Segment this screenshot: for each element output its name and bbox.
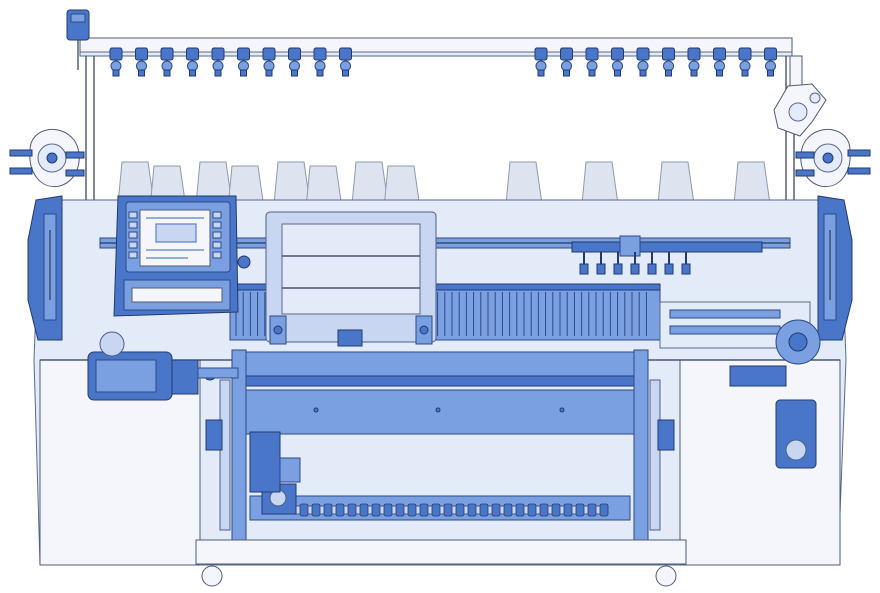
chain-link: [575, 503, 585, 517]
chain-link: [467, 503, 477, 517]
yarn-tensioner: [211, 47, 225, 77]
chain-link: [419, 503, 429, 517]
chain-link: [383, 503, 393, 517]
yarn-tensioner: [738, 47, 752, 77]
yarn-cone: [657, 161, 695, 205]
yarn-tensioner: [534, 47, 548, 77]
yarn-feeder: [681, 252, 691, 275]
chain-link: [443, 503, 453, 517]
yarn-feeder-bar: [571, 235, 763, 257]
yarn-cone: [733, 161, 771, 205]
takedown-cover: [265, 211, 437, 347]
chain-link: [395, 503, 405, 517]
lower-gear-box: [249, 431, 301, 493]
chain-link: [359, 503, 369, 517]
control-panel-keys-right[interactable]: [212, 211, 222, 259]
drive-motor-left: [87, 331, 239, 401]
yarn-feeder: [596, 252, 606, 275]
chain-link: [311, 503, 321, 517]
chain-link: [371, 503, 381, 517]
yarn-guide-arm-right: [773, 55, 827, 137]
yarn-tensioner: [135, 47, 148, 77]
yarn-tensioner: [662, 47, 675, 77]
chain-link: [587, 503, 597, 517]
yarn-tensioner: [611, 47, 624, 77]
chain-link: [563, 503, 573, 517]
front-crossbeam: [239, 351, 641, 435]
yarn-tensioner: [764, 47, 777, 77]
chain-link: [503, 503, 513, 517]
yarn-tensioner: [687, 47, 701, 77]
yarn-tensioner: [313, 47, 327, 77]
takedown-chain: [249, 483, 631, 521]
yarn-feeder: [613, 252, 623, 275]
yarn-feeder: [664, 252, 674, 275]
chain-link: [539, 503, 549, 517]
chain-link: [455, 503, 465, 517]
yarn-tensioner: [339, 47, 352, 77]
yarn-tensioner: [160, 47, 174, 77]
yarn-tensioner: [262, 47, 276, 77]
yarn-feeder: [630, 252, 640, 275]
screen-content: [146, 217, 204, 259]
vertical-frame-left: [205, 349, 247, 551]
yarn-feeder: [579, 252, 589, 275]
yarn-cone: [273, 161, 311, 205]
machine-base: [195, 539, 687, 587]
control-panel-keys-left[interactable]: [128, 211, 138, 259]
chain-link: [479, 503, 489, 517]
yarn-tensioners-right: [534, 47, 777, 77]
control-panel[interactable]: [113, 195, 251, 317]
vertical-frame-right: [633, 349, 675, 551]
yarn-tensioner: [237, 47, 250, 77]
side-bobbin-holder-left: [9, 129, 85, 188]
side-panel-right: [817, 195, 853, 341]
chain-links: [299, 503, 609, 517]
yarn-stop-motion-box: [66, 9, 90, 70]
yarn-feeder: [647, 252, 657, 275]
chain-link: [599, 503, 609, 517]
side-bobbin-holder-right: [795, 129, 871, 188]
yarn-tensioner: [560, 47, 573, 77]
yarn-tensioner: [288, 47, 301, 77]
yarn-feeders: [579, 252, 691, 275]
side-panel-left: [27, 195, 63, 341]
chain-link: [551, 503, 561, 517]
yarn-tensioner: [636, 47, 650, 77]
chain-link: [527, 503, 537, 517]
yarn-tensioner: [109, 47, 123, 77]
yarn-tensioner: [713, 47, 726, 77]
yarn-cone: [581, 161, 619, 205]
chain-link: [323, 503, 333, 517]
chain-link: [407, 503, 417, 517]
yarn-tensioner: [585, 47, 599, 77]
yarn-tensioners-left: [109, 47, 352, 77]
chain-link: [491, 503, 501, 517]
chain-link: [515, 503, 525, 517]
yarn-tensioner: [186, 47, 199, 77]
carriage-drive-right: [659, 301, 821, 469]
chain-link: [299, 503, 309, 517]
chain-link: [431, 503, 441, 517]
yarn-cone: [351, 161, 389, 205]
chain-link: [347, 503, 357, 517]
yarn-cone: [505, 161, 543, 205]
chain-link: [335, 503, 345, 517]
